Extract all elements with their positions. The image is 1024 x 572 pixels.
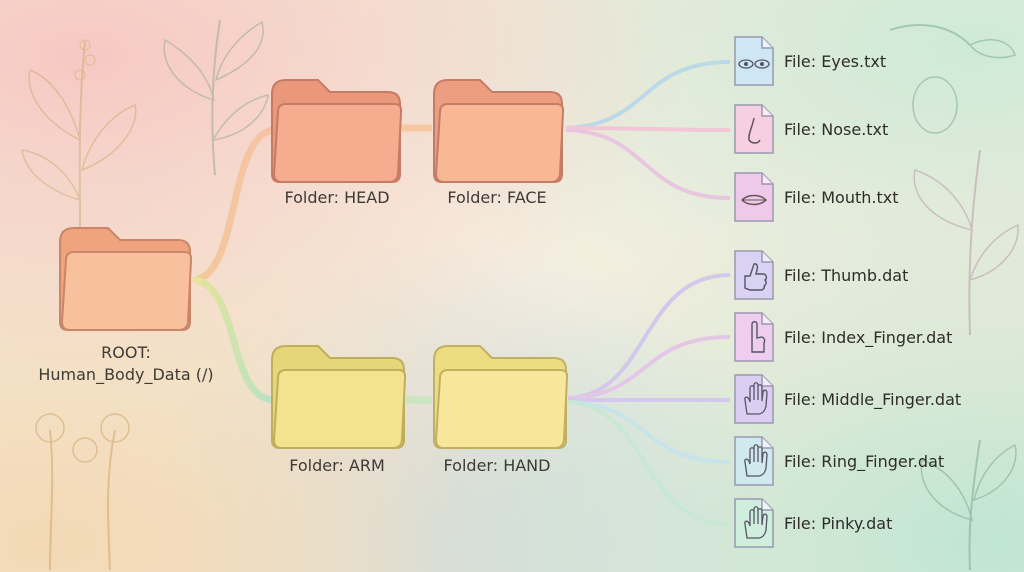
botanical-sketch-bottom-right	[920, 439, 1017, 570]
wire-hand-pinky	[567, 400, 731, 526]
file-label: File: Index_Finger.dat	[784, 328, 953, 347]
file-label: File: Mouth.txt	[784, 188, 899, 207]
root-label-line2: Human_Body_Data (/)	[38, 365, 214, 384]
face-folder-icon[interactable]	[430, 74, 566, 186]
eyes-icon	[734, 36, 774, 86]
file-item[interactable]	[732, 310, 776, 364]
botanical-sketch-left	[21, 39, 137, 236]
file-item[interactable]	[732, 170, 776, 224]
file-item[interactable]	[732, 102, 776, 156]
seed-pod-sketch	[889, 24, 1016, 134]
arm-folder-label: Folder: ARM	[289, 456, 385, 475]
file-item[interactable]	[732, 248, 776, 302]
nose-icon	[734, 104, 774, 154]
file-label: File: Eyes.txt	[784, 52, 887, 71]
file-label: File: Nose.txt	[784, 120, 889, 139]
wire-hand-thumb	[567, 273, 731, 400]
hand-folder-label: Folder: HAND	[443, 456, 551, 475]
hand-icon	[734, 374, 774, 424]
mouth-icon	[734, 172, 774, 222]
wire-root-arm	[192, 276, 276, 404]
wire-root-head	[192, 126, 276, 284]
thumb-icon	[734, 250, 774, 300]
file-item[interactable]	[732, 434, 776, 488]
hand-icon	[734, 498, 774, 548]
botanical-sketch-top	[163, 19, 269, 176]
head-folder-label: Folder: HEAD	[284, 188, 390, 207]
wire-face-eyes	[565, 60, 731, 130]
root-folder-label: ROOT: Human_Body_Data (/)	[36, 342, 216, 386]
botanical-sketch-bottom-left	[35, 413, 130, 570]
face-folder-label: Folder: FACE	[447, 188, 547, 207]
hand-folder-icon[interactable]	[430, 340, 570, 452]
arm-folder-icon[interactable]	[268, 340, 408, 452]
head-folder-icon[interactable]	[268, 74, 404, 186]
file-item[interactable]	[732, 372, 776, 426]
file-item[interactable]	[732, 496, 776, 550]
wire-face-mouth	[565, 128, 731, 200]
index-finger-icon	[734, 312, 774, 362]
file-label: File: Thumb.dat	[784, 266, 909, 285]
root-label-line1: ROOT:	[101, 343, 151, 362]
hand-icon	[734, 436, 774, 486]
wire-face-nose	[565, 126, 731, 132]
file-item[interactable]	[732, 34, 776, 88]
file-label: File: Ring_Finger.dat	[784, 452, 945, 471]
wire-hand-ring	[567, 400, 731, 464]
root-folder-icon[interactable]	[56, 222, 196, 334]
wire-hand-index	[567, 335, 731, 400]
botanical-sketch-right	[913, 149, 1019, 336]
file-label: File: Middle_Finger.dat	[784, 390, 962, 409]
file-label: File: Pinky.dat	[784, 514, 893, 533]
